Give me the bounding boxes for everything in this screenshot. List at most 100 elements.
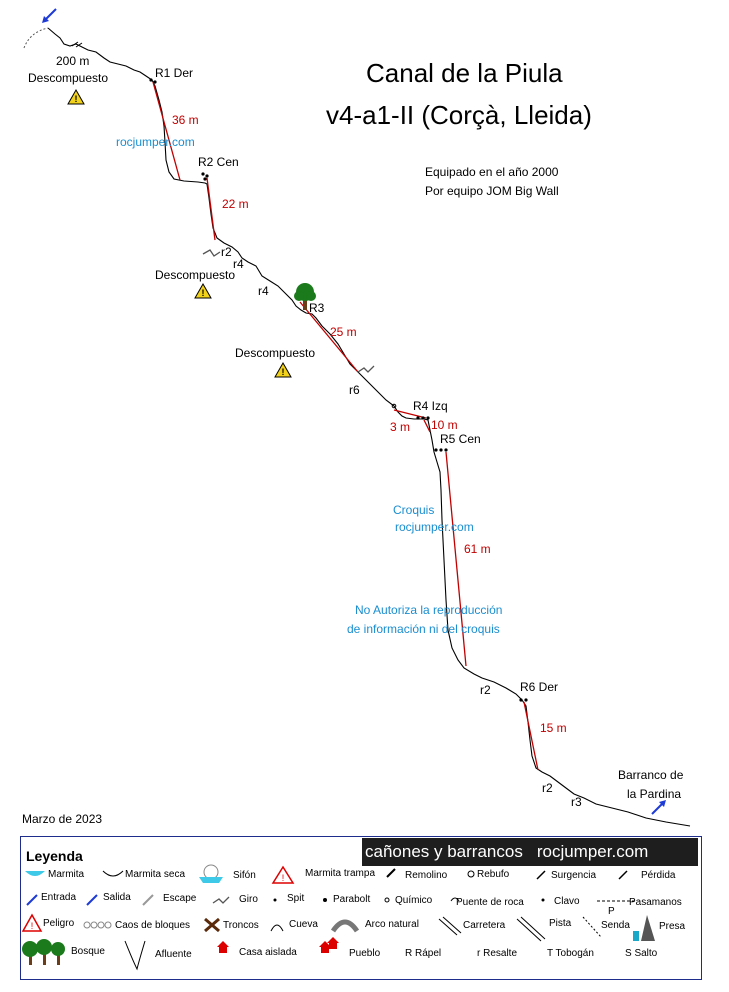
equipping-team: Por equipo JOM Big Wall xyxy=(425,184,559,198)
legend-title: Leyenda xyxy=(26,848,83,864)
bosque-icon xyxy=(22,939,65,965)
entry-arc xyxy=(23,27,49,49)
legend-icons: ! ! xyxy=(21,864,655,971)
resalte-label: r2 xyxy=(542,781,553,795)
legend-item: T Tobogán xyxy=(547,948,594,959)
exit-label: la Pardina xyxy=(627,787,682,801)
casa-icon xyxy=(217,941,229,953)
pista-icon xyxy=(516,916,546,942)
resalte-label: r2 xyxy=(221,245,232,259)
legend-item: Giro xyxy=(239,894,258,905)
anchor-markers xyxy=(149,78,528,702)
puente-roca-icon xyxy=(450,897,460,902)
resalte-label: r2 xyxy=(480,683,491,697)
legend-item: Caos de bloques xyxy=(115,920,191,931)
svg-text:!: ! xyxy=(202,288,205,298)
perdida-icon xyxy=(618,870,628,880)
legend-item: Presa xyxy=(659,921,686,932)
rappel-length: 36 m xyxy=(172,113,199,127)
legend-item: S Salto xyxy=(625,948,658,959)
copyright-notice: No Autoriza la reproducción xyxy=(355,603,503,617)
legend-item: Escape xyxy=(163,893,197,904)
escape-icon xyxy=(142,894,154,906)
warning-label: Descompuesto xyxy=(155,268,236,282)
warning-icon: ! xyxy=(274,361,292,378)
arco-icon xyxy=(330,919,360,933)
clavo-icon xyxy=(541,898,545,902)
legend-item: R Rápel xyxy=(405,948,442,959)
senda-icon xyxy=(582,916,602,938)
legend-item: Carretera xyxy=(463,920,506,931)
legend-item: Troncos xyxy=(223,920,259,931)
title-line-1: Canal de la Piula xyxy=(366,58,563,88)
date-label: Marzo de 2023 xyxy=(22,812,103,826)
rappel-length: 61 m xyxy=(464,542,491,556)
watermark-site: rocjumper.com xyxy=(395,520,474,534)
watermark: rocjumper.com xyxy=(116,135,195,149)
legend-item: Pueblo xyxy=(349,948,381,959)
rappel-extra-length: 3 m xyxy=(390,420,411,434)
marmita-seca-icon xyxy=(102,870,124,877)
svg-text:!: ! xyxy=(31,921,34,931)
rappel-length: 22 m xyxy=(222,197,249,211)
top-distance: 200 m xyxy=(56,54,90,68)
copyright-notice: de información ni del croquis xyxy=(347,622,500,636)
rappel-length: 10 m xyxy=(431,418,458,432)
carretera-icon xyxy=(438,916,462,936)
title-line-2: v4-a1-II (Corçà, Lleida) xyxy=(326,100,592,130)
legend-item: Arco natural xyxy=(365,919,419,930)
warning-icon: ! xyxy=(67,88,85,105)
legend-item: Remolino xyxy=(405,870,448,881)
legend-item: r Resalte xyxy=(477,948,518,959)
salida-icon xyxy=(86,894,98,906)
legend-item: Surgencia xyxy=(551,870,597,881)
watermark-croquis: Croquis xyxy=(393,503,435,517)
legend-item: Pasamanos xyxy=(629,897,682,908)
svg-text:!: ! xyxy=(282,873,285,883)
svg-text:!: ! xyxy=(75,94,78,104)
legend-item: Afluente xyxy=(155,949,192,960)
brand-banner: cañones y barrancos rocjumper.com xyxy=(362,838,698,866)
legend-item: Senda xyxy=(601,920,630,931)
giro-icon xyxy=(212,896,230,904)
resalte-label: r6 xyxy=(349,383,360,397)
marmita-trampa-icon: ! xyxy=(271,865,295,884)
legend-item: Rebufo xyxy=(477,869,510,880)
warning-icon: ! xyxy=(194,282,212,299)
rebufo-icon xyxy=(467,870,475,878)
legend-box: Leyenda ! ! xyxy=(20,836,702,980)
legend-item: Bosque xyxy=(71,946,105,957)
legend-item: Entrada xyxy=(41,892,77,903)
rappel-label: R6 Der xyxy=(520,680,559,694)
warning-label: Descompuesto xyxy=(28,71,109,85)
resalte-label: r4 xyxy=(258,284,269,298)
entrance-arrow-icon xyxy=(42,8,57,23)
legend-item: Marmita seca xyxy=(125,869,186,880)
brand-right: rocjumper.com xyxy=(536,842,649,861)
entrada-icon xyxy=(26,894,38,906)
legend-item: Pérdida xyxy=(641,870,676,881)
legend-item: P xyxy=(608,906,615,917)
brand-left: cañones y barrancos xyxy=(365,842,523,861)
legend-item: Cueva xyxy=(289,919,318,930)
rope-lines xyxy=(152,81,539,771)
peligro-icon: ! xyxy=(21,913,43,932)
troncos-icon xyxy=(204,917,220,933)
legend-item: Químico xyxy=(395,895,433,906)
cueva-icon xyxy=(270,924,284,932)
parabolt-icon xyxy=(323,898,327,902)
turn-arrow-icon xyxy=(202,249,375,373)
marmita-icon xyxy=(25,871,45,876)
legend-item: Marmita xyxy=(48,869,85,880)
legend-item: Spit xyxy=(287,893,305,904)
remolino-icon xyxy=(386,868,396,878)
resalte-label: r4 xyxy=(233,257,244,271)
spit-icon xyxy=(273,898,277,902)
rappel-length: 25 m xyxy=(330,325,357,339)
legend-item: Sifón xyxy=(233,870,256,881)
rappel-label: R1 Der xyxy=(155,66,194,80)
exit-arrow-icon xyxy=(651,800,666,815)
presa-icon xyxy=(633,915,655,941)
